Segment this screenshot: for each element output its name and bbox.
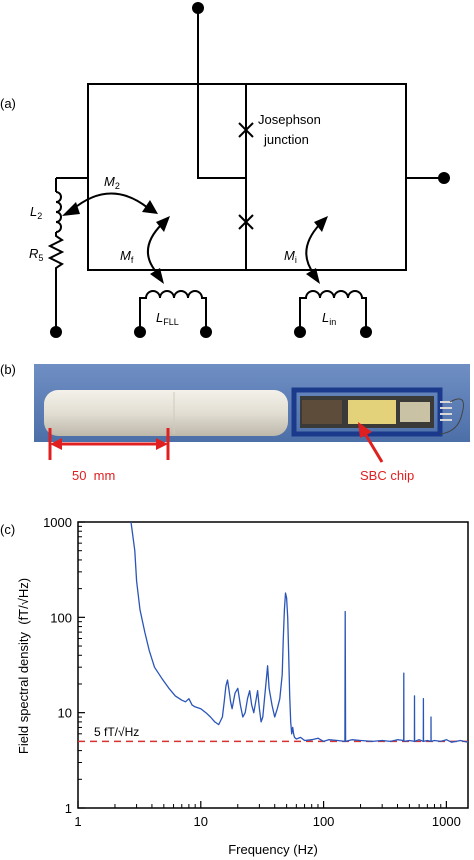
spectrum-series-line bbox=[130, 521, 469, 743]
coil-l2 bbox=[55, 191, 62, 233]
x-tick-label: 1000 bbox=[432, 814, 461, 829]
arrow-m2 bbox=[71, 192, 149, 211]
series-group bbox=[78, 521, 469, 743]
arrow-mi bbox=[305, 223, 321, 275]
wire bbox=[439, 398, 464, 435]
lin-terminal-left bbox=[294, 326, 306, 338]
x-axis-ticks: 1 10 100 1000 bbox=[74, 801, 461, 829]
x-tick-label: 10 bbox=[194, 814, 208, 829]
coil-lin bbox=[299, 290, 367, 330]
x-tick-label: 1 bbox=[74, 814, 81, 829]
chip-arrow bbox=[362, 431, 384, 463]
lfll-terminal-right bbox=[200, 326, 212, 338]
mi-label: Mi bbox=[284, 248, 297, 265]
y-axis-ticks: 1 10 100 1000 bbox=[43, 515, 85, 816]
arrow-mf-head-a bbox=[156, 216, 170, 232]
panel-c-label: (c) bbox=[0, 522, 15, 537]
panel-a-label: (a) bbox=[0, 96, 16, 111]
l2-label: L2 bbox=[30, 204, 42, 221]
lfll-label: LFLL bbox=[156, 310, 179, 327]
chip-arrow-head bbox=[358, 422, 372, 438]
lin-terminal-right bbox=[360, 326, 372, 338]
x-tick-label: 100 bbox=[313, 814, 335, 829]
white-ground-strip bbox=[34, 442, 470, 500]
scale-label: 50 mm bbox=[72, 468, 115, 483]
noise-annotation: 5 fT/√Hz bbox=[94, 725, 139, 739]
coil-lfll bbox=[139, 290, 207, 330]
y-axis-label: Field spectral density (fT/√Hz) bbox=[16, 578, 31, 754]
m2-label: M2 bbox=[104, 174, 120, 191]
scale-arrow-right bbox=[156, 438, 168, 450]
circuit-diagram: (a) Josephson junction L2 R5 M2 Mf Mi bbox=[0, 2, 450, 338]
sensor-photo: (b) 50 mm SBC chip bbox=[0, 362, 470, 500]
y-tick-label: 100 bbox=[50, 610, 72, 625]
r5-label: R5 bbox=[29, 246, 43, 263]
right-terminal bbox=[438, 172, 450, 184]
mf-label: Mf bbox=[120, 248, 134, 265]
sbc-chip bbox=[348, 400, 396, 424]
arrow-mi-head-a bbox=[314, 216, 328, 232]
chip-pad bbox=[400, 402, 430, 422]
junction-label-2: junction bbox=[263, 132, 309, 147]
chip-label: SBC chip bbox=[360, 468, 414, 483]
chip-holder-end bbox=[302, 400, 342, 424]
x-axis-label: Frequency (Hz) bbox=[228, 842, 318, 857]
panel-b-label: (b) bbox=[0, 362, 16, 377]
resistor-r5 bbox=[47, 232, 65, 270]
lin-label: Lin bbox=[322, 310, 336, 327]
josephson-junction-bottom bbox=[238, 214, 254, 230]
top-terminal bbox=[192, 2, 204, 14]
y-tick-label: 1000 bbox=[43, 515, 72, 530]
y-tick-label: 1 bbox=[65, 801, 72, 816]
arrow-m2-head-a bbox=[62, 202, 80, 216]
josephson-junction-top bbox=[238, 122, 254, 138]
arrow-m2-head-b bbox=[142, 200, 158, 214]
l2-terminal bbox=[50, 326, 62, 338]
noise-spectrum-chart: (c) 1 10 100 1000 1 10 100 1000 5 fT/√Hz Frequ… bbox=[0, 515, 469, 857]
lfll-terminal-left bbox=[134, 326, 146, 338]
junction-label: Josephson bbox=[258, 112, 321, 127]
arrow-mf bbox=[147, 223, 163, 275]
inner-wire bbox=[197, 84, 246, 179]
y-tick-label: 10 bbox=[58, 706, 72, 721]
plot-frame bbox=[77, 521, 469, 809]
scale-arrow-left bbox=[50, 438, 62, 450]
sensor-rod bbox=[44, 390, 288, 436]
arrow-mf-head-b bbox=[150, 268, 164, 284]
arrow-mi-head-b bbox=[306, 268, 320, 284]
